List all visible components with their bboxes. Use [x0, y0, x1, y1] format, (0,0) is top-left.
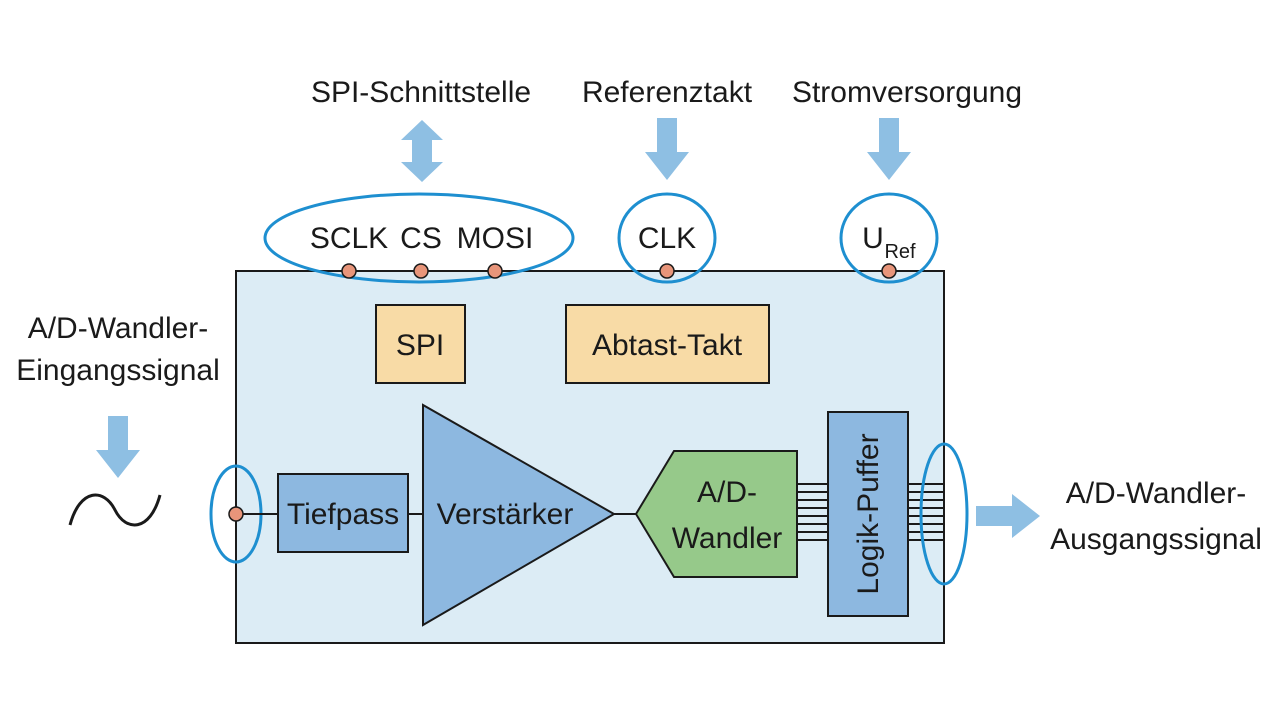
- spi-bidirectional-arrow: [401, 120, 443, 182]
- power-supply-label: Stromversorgung: [792, 76, 1022, 109]
- adc-to-buffer-bus: [797, 483, 828, 541]
- output-signal-label-line2: Ausgangssignal: [1050, 523, 1262, 556]
- sclk-pin-label: SCLK: [310, 222, 388, 255]
- input-pin: [228, 506, 244, 522]
- output-pins-highlight: [919, 442, 969, 586]
- sample-clock-block: [565, 304, 770, 384]
- clk-pin-label: CLK: [638, 222, 696, 255]
- uref-pin: [881, 263, 897, 279]
- cs-pin-label: CS: [400, 222, 442, 255]
- sine-wave-icon: [68, 493, 162, 527]
- reference-clock-label: Referenztakt: [582, 76, 753, 109]
- spi-pins-highlight: [263, 192, 575, 284]
- clk-pin-highlight: [617, 192, 717, 284]
- lowpass-block-label: Tiefpass: [287, 498, 399, 531]
- spi-block-label: SPI: [396, 329, 444, 362]
- sclk-pin: [341, 263, 357, 279]
- clk-pin: [659, 263, 675, 279]
- amplifier-block: [422, 403, 617, 627]
- cs-pin: [413, 263, 429, 279]
- output-signal-arrow: [976, 494, 1040, 538]
- adc-block-label-line1: A/D-: [697, 476, 757, 509]
- adc-block: [634, 450, 798, 578]
- uref-pin-label: U: [862, 222, 884, 255]
- spi-block: [375, 304, 466, 384]
- adc-block-label-line2: Wandler: [672, 522, 783, 555]
- reference-clock-arrow: [645, 118, 689, 180]
- input-signal-label-line1: A/D-Wandler-: [28, 312, 209, 345]
- uref-pin-subscript: Ref: [884, 241, 916, 263]
- input-signal-arrow: [96, 416, 140, 478]
- output-signal-label-line1: A/D-Wandler-: [1066, 477, 1247, 510]
- input-signal-label-line2: Eingangssignal: [16, 354, 219, 387]
- mosi-pin: [487, 263, 503, 279]
- logic-buffer-block-label: Logik-Puffer: [852, 433, 885, 594]
- amplifier-block-label: Verstärker: [437, 498, 574, 531]
- power-supply-arrow: [867, 118, 911, 180]
- spi-interface-label: SPI-Schnittstelle: [311, 76, 531, 109]
- mosi-pin-label: MOSI: [457, 222, 534, 255]
- buffer-to-output-bus: [908, 483, 944, 541]
- sample-clock-block-label: Abtast-Takt: [592, 329, 743, 362]
- logic-buffer-block: [827, 411, 909, 617]
- uref-pin-highlight: [839, 192, 939, 284]
- lowpass-block: [277, 473, 409, 553]
